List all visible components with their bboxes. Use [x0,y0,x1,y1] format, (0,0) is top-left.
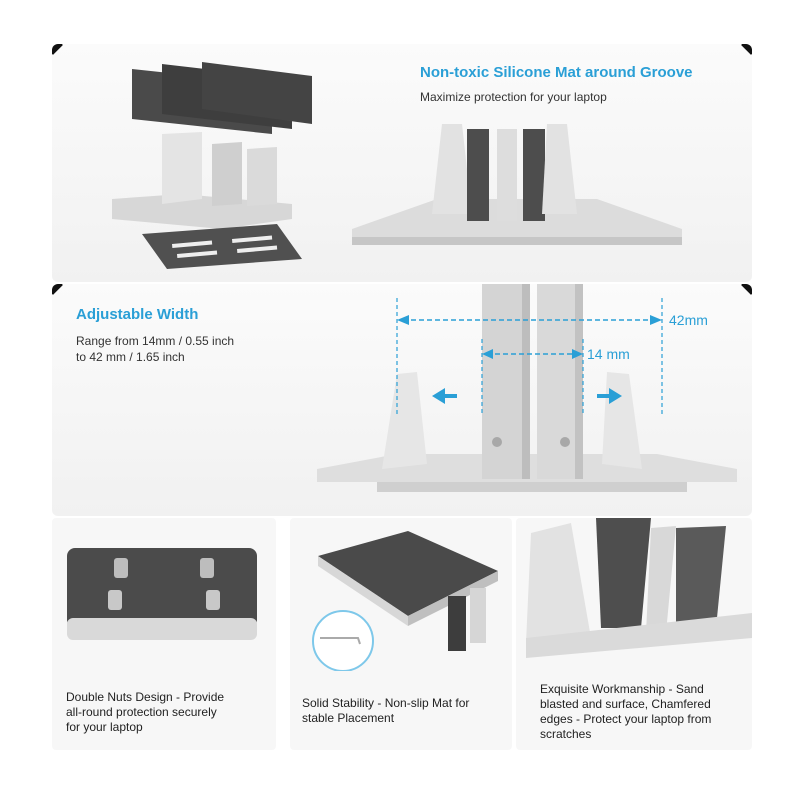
double-nuts-line-2: all-round protection securely [66,705,217,719]
exploded-stand-illustration [112,62,312,269]
silicone-mat-subtitle: Maximize protection for your laptop [420,90,607,104]
range-line-1: Range from 14mm / 0.55 inch [76,334,235,348]
workmanship-line-4: scratches [540,727,592,741]
stand-front-illustration [352,124,682,245]
solid-stability-card: Solid Stability - Non-slip Mat for stabl… [290,518,512,750]
solid-stability-line-2: stable Placement [302,711,395,725]
double-nuts-illustration [67,548,257,640]
silicone-mat-panel: Non-toxic Silicone Mat around Groove Max… [52,44,752,282]
double-nuts-line-1: Double Nuts Design - Provide [66,690,225,704]
workmanship-card: Exquisite Workmanship - Sand blasted and… [516,518,752,750]
adjustable-width-title: Adjustable Width [76,306,199,323]
silicone-mat-title: Non-toxic Silicone Mat around Groove [420,64,693,81]
workmanship-line-1: Exquisite Workmanship - Sand [540,682,704,696]
workmanship-line-2: blasted and surface, Chamfered [540,697,711,711]
solid-stability-line-1: Solid Stability - Non-slip Mat for [302,696,470,710]
double-nuts-line-3: for your laptop [66,720,143,734]
width-dimension-illustration [317,284,737,492]
workmanship-line-3: edges - Protect your laptop from [540,712,712,726]
workmanship-illustration [526,518,752,658]
solid-stability-illustration [312,531,498,671]
double-nuts-card: Double Nuts Design - Provide all-round p… [52,518,276,750]
range-line-2: to 42 mm / 1.65 inch [76,350,185,364]
outer-width-label: 42mm [669,312,708,328]
adjustable-width-panel: Adjustable Width Range from 14mm / 0.55 … [52,284,752,516]
inner-width-label: 14 mm [587,346,630,362]
